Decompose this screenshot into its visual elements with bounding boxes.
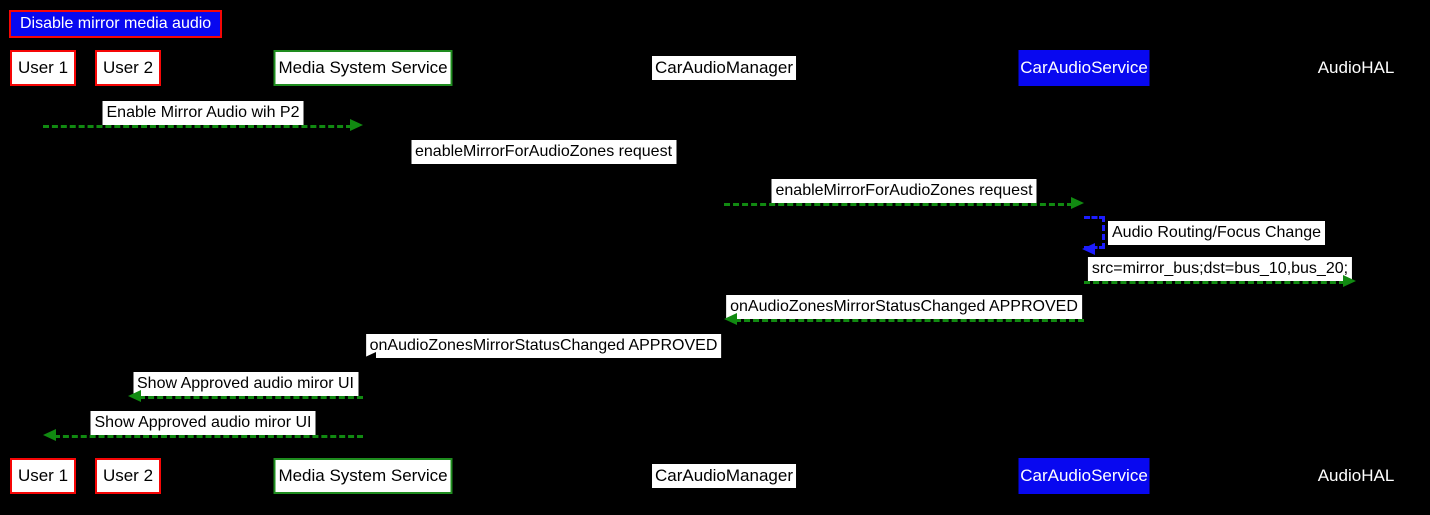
message-arrowhead bbox=[711, 158, 724, 170]
actor-label-hal-top: AudioHAL bbox=[1317, 58, 1395, 77]
message-arrow-line bbox=[43, 125, 352, 128]
actor-box-user2-top: User 2 bbox=[95, 50, 161, 86]
message-label: Show Approved audio miror UI bbox=[90, 411, 316, 435]
message-arrow-line bbox=[1084, 281, 1345, 284]
actor-box-user1-top: User 1 bbox=[10, 50, 76, 86]
message-arrowhead bbox=[1071, 197, 1084, 209]
message-arrowhead bbox=[724, 313, 737, 325]
message-label: enableMirrorForAudioZones request bbox=[410, 140, 677, 164]
message-arrowhead bbox=[128, 390, 141, 402]
message-label: enableMirrorForAudioZones request bbox=[771, 179, 1037, 203]
message-label: src=mirror_bus;dst=bus_10,bus_20; bbox=[1087, 257, 1353, 281]
message-arrow-line bbox=[735, 319, 1084, 322]
actor-box-cas-top: CarAudioService bbox=[1018, 50, 1150, 86]
message-arrow-line bbox=[374, 358, 724, 361]
message-arrow-line bbox=[54, 435, 363, 438]
actor-label-cam-top: CarAudioManager bbox=[652, 56, 796, 80]
actor-box-mss-top: Media System Service bbox=[273, 50, 453, 86]
message-arrowhead bbox=[1343, 275, 1356, 287]
actor-box-cas-bottom: CarAudioService bbox=[1018, 458, 1150, 494]
message-arrow-line bbox=[724, 203, 1073, 206]
message-arrowhead bbox=[43, 429, 56, 441]
message-label: Show Approved audio miror UI bbox=[133, 372, 358, 396]
message-label: Enable Mirror Audio wih P2 bbox=[102, 101, 304, 125]
message-arrowhead bbox=[350, 119, 363, 131]
actor-box-mss-bottom: Media System Service bbox=[273, 458, 453, 494]
message-arrow-line bbox=[139, 396, 363, 399]
message-label: Audio Routing/Focus Change bbox=[1108, 221, 1326, 245]
actor-label-hal-bottom: AudioHAL bbox=[1317, 466, 1395, 485]
actor-label-cam-bottom: CarAudioManager bbox=[652, 464, 796, 488]
message-arrow-line bbox=[363, 164, 713, 167]
actor-box-user1-bottom: User 1 bbox=[10, 458, 76, 494]
message-arrowhead bbox=[363, 352, 376, 364]
actor-box-user2-bottom: User 2 bbox=[95, 458, 161, 494]
self-message-arrowhead bbox=[1082, 243, 1095, 255]
message-label: onAudioZonesMirrorStatusChanged APPROVED bbox=[365, 334, 722, 358]
diagram-title: Disable mirror media audio bbox=[9, 10, 223, 38]
message-label: onAudioZonesMirrorStatusChanged APPROVED bbox=[726, 295, 1082, 319]
